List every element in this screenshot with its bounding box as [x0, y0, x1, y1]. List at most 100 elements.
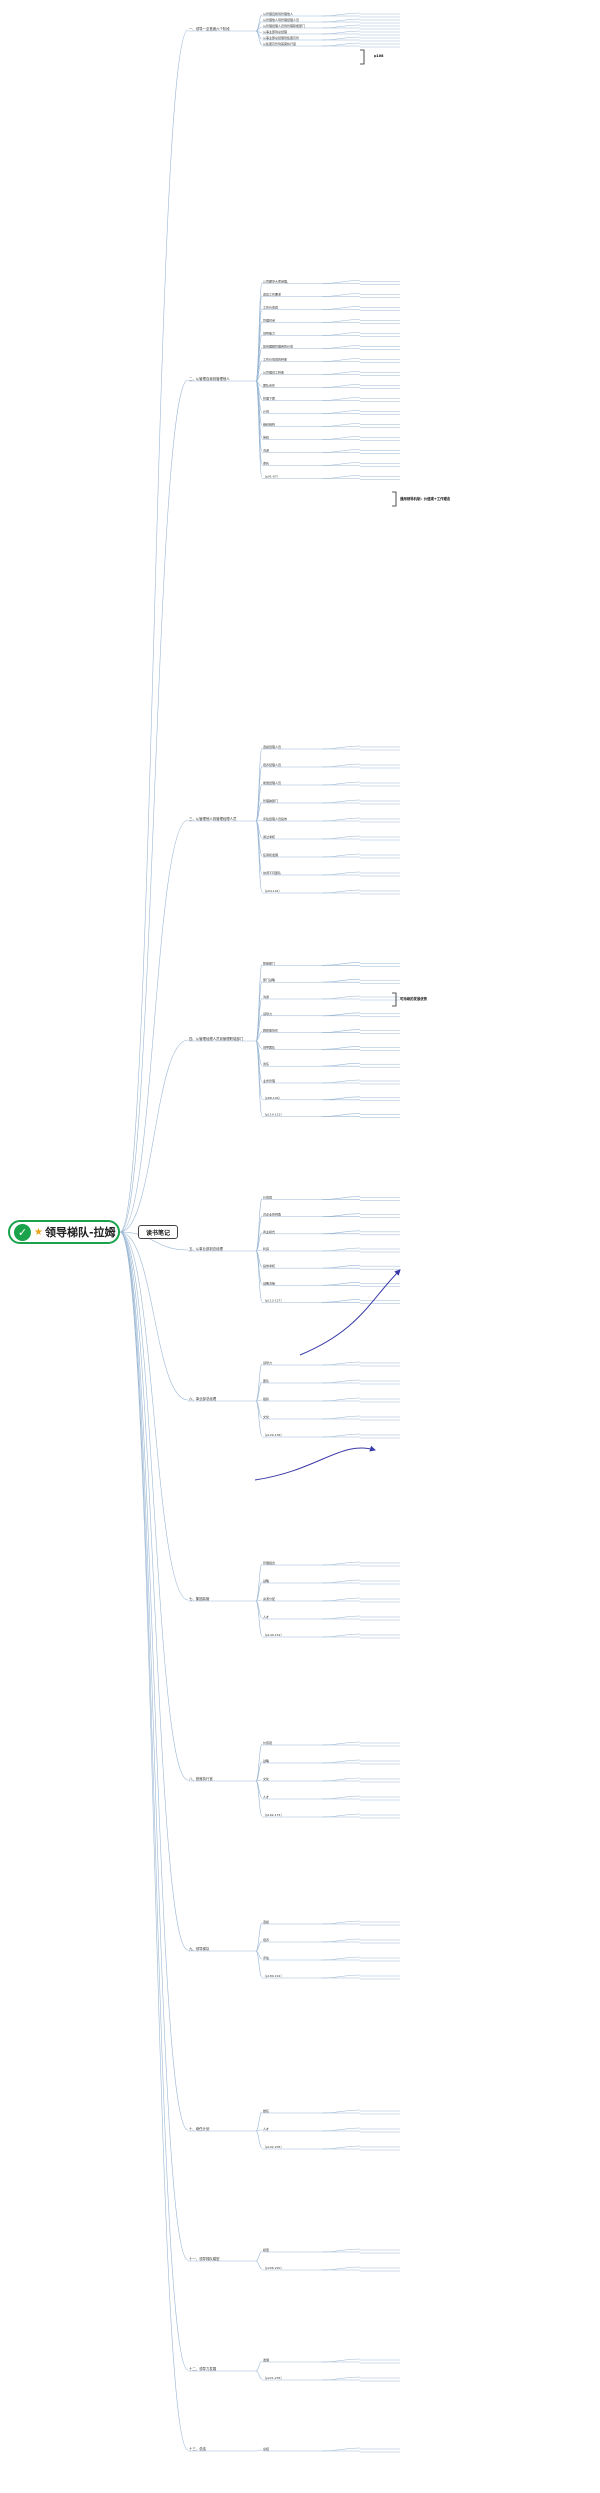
child-connector: [255, 380, 263, 478]
leaf-connector: [321, 306, 361, 310]
child-connector: [255, 30, 263, 46]
leaf-connector: [321, 280, 361, 284]
child-label: 领导力: [263, 1360, 272, 1365]
child-connector: [255, 360, 263, 382]
child-label: 从管理经理人员到管理职能部门: [263, 23, 305, 28]
leaf-connector: [321, 1046, 361, 1050]
leaf-connector: [321, 1299, 361, 1303]
child-label: 部门战略: [263, 977, 275, 982]
child-connector: [255, 1250, 263, 1302]
leaf-connector: [321, 1561, 361, 1566]
leaf-connector: [321, 449, 361, 453]
leaf-connector: [321, 871, 361, 876]
leaf-connector: [321, 1079, 361, 1084]
child-connector: [255, 1581, 263, 1602]
branch-label: 十二、领导力发展: [189, 2366, 217, 2371]
child-label: 人才: [263, 1614, 269, 1619]
child-connector: [255, 1232, 263, 1252]
leaf-connector: [321, 817, 361, 822]
leaf-connector: [321, 853, 361, 858]
leaf-connector: [321, 371, 361, 375]
child-label: （p113-127）: [263, 1298, 283, 1302]
child-label: 衡量经理人员: [263, 780, 281, 785]
leaf-connector: [321, 1230, 361, 1235]
child-connector: [255, 1780, 263, 1817]
child-label: 跨职能协作: [263, 1028, 278, 1033]
leaf-connector: [321, 1096, 361, 1101]
child-label: 协调不同团队: [263, 870, 281, 875]
child-label: 评估: [263, 1955, 269, 1960]
leaf-connector: [321, 1415, 361, 1420]
child-label: 从事业部到总经理: [263, 29, 287, 34]
leaf-connector: [321, 1920, 361, 1925]
leaf-connector: [321, 1813, 361, 1818]
leaf-connector: [321, 18, 361, 23]
child-connector: [255, 2360, 263, 2372]
leaf-connector: [321, 36, 361, 41]
leaf-connector: [321, 978, 361, 983]
notes-node[interactable]: 读书笔记: [138, 1225, 178, 1239]
branch-connector: [119, 1231, 189, 2131]
bracket: [360, 49, 365, 65]
child-connector: [255, 1363, 263, 1402]
child-connector: [255, 1381, 263, 1402]
branch-connector: [119, 1231, 189, 2371]
child-label: 如何理解管理者的价值: [263, 344, 293, 349]
branch-connector: [119, 379, 189, 1233]
child-connector: [255, 1950, 263, 1978]
leaf-connector: [321, 962, 361, 966]
child-label: （p192-205）: [263, 2145, 283, 2149]
leaf-connector: [321, 799, 361, 804]
leaf-connector: [321, 1433, 361, 1438]
branch-connector: [119, 1231, 189, 1251]
child-connector: [255, 820, 263, 893]
branch-label: 十三、总结: [189, 2446, 207, 2451]
leaf-connector: [321, 781, 361, 786]
child-label: （p129-136）: [263, 1433, 283, 1437]
child-label: 发展: [263, 2357, 269, 2362]
child-connector: [255, 1400, 263, 1437]
child-connector: [255, 373, 263, 382]
leaf-connector: [321, 332, 361, 336]
leaf-connector: [321, 1012, 361, 1017]
relation-arrow: [299, 1269, 401, 1356]
child-connector: [255, 1215, 263, 1252]
child-connector: [255, 1249, 263, 1252]
branch-connector: [119, 1231, 189, 2261]
child-connector: [255, 1743, 263, 1782]
child-label: （p91-97）: [263, 475, 280, 479]
child-label: 领导能力: [263, 331, 275, 336]
child-connector: [255, 2129, 263, 2132]
child-label: （p206-220）: [263, 2266, 283, 2270]
child-connector: [255, 1014, 263, 1042]
child-label: 选拔: [263, 1919, 269, 1924]
child-label: 评估经理人员绩效: [263, 816, 287, 821]
child-label: （p94-101）: [263, 889, 282, 893]
root-node[interactable]: ✓ ★ 领导梯队-拉姆: [8, 1220, 120, 1244]
child-label: 责任: [263, 1061, 269, 1066]
root-title: 领导梯队-拉姆: [44, 1226, 116, 1239]
leaf-connector: [321, 319, 361, 323]
child-label: 从事业部总经理到集团高管: [263, 35, 299, 40]
child-label: （p162-175）: [263, 1813, 283, 1817]
child-connector: [255, 783, 263, 822]
child-connector: [255, 1599, 263, 1602]
leaf-connector: [321, 345, 361, 349]
check-icon: ✓: [14, 1223, 31, 1241]
branch-label: 七、集团高管: [189, 1596, 210, 1601]
leaf-connector: [321, 1777, 361, 1782]
child-label: 从管理他人到管理经理人员: [263, 17, 299, 22]
leaf-connector: [321, 1956, 361, 1961]
child-label: 团队: [263, 1378, 269, 1383]
leaf-connector: [321, 1397, 361, 1402]
leaf-connector: [321, 475, 361, 479]
child-label: 通过考核: [263, 834, 275, 839]
child-label: 文化: [263, 1776, 269, 1781]
bracket: [392, 992, 397, 1007]
branch-label: 八、首席执行官: [189, 1776, 213, 1781]
child-label: 沟通: [263, 448, 269, 453]
leaf-connector: [321, 1759, 361, 1764]
child-connector: [255, 1399, 263, 1402]
leaf-connector: [321, 1633, 361, 1638]
leaf-connector: [321, 1264, 361, 1269]
